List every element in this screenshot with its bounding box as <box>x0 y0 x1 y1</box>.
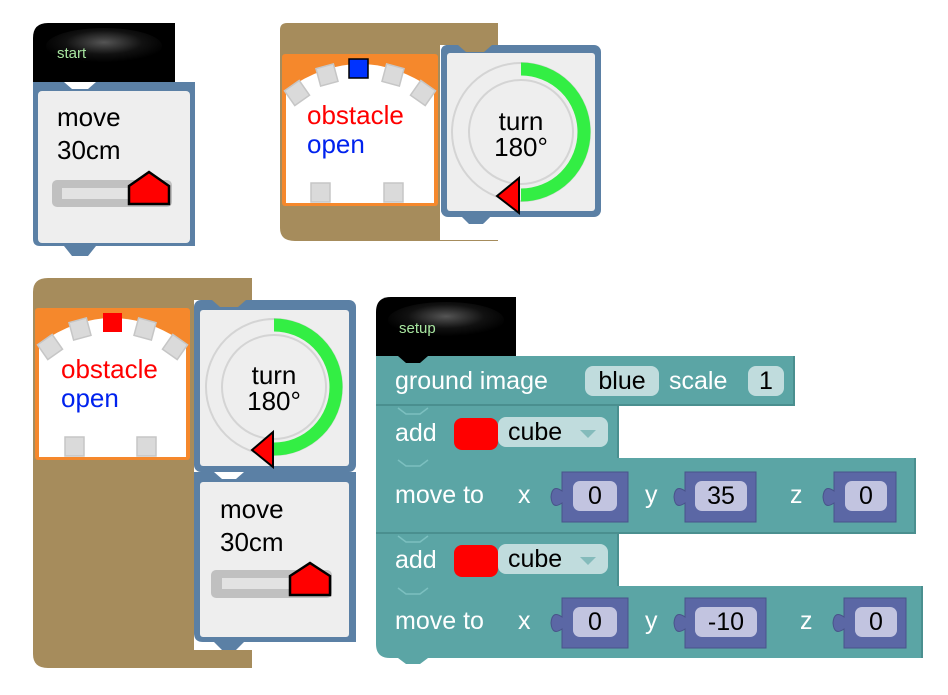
chevron-down-icon <box>580 557 596 565</box>
move-to-label: move to <box>395 607 484 635</box>
turn-label: turn 180° <box>471 108 571 160</box>
scale-field[interactable]: 1 <box>748 366 784 396</box>
move-distance: 30cm <box>57 135 121 165</box>
obstacle-label: obstacle <box>61 354 158 384</box>
add-label: add <box>395 546 437 574</box>
x-value-input[interactable]: 0 <box>573 481 617 511</box>
shape-value: cube <box>508 545 563 573</box>
setup-hat-label: setup <box>399 320 436 337</box>
color-swatch[interactable] <box>454 418 498 450</box>
move-label: move <box>57 102 121 132</box>
start-hat-label: start <box>57 45 87 62</box>
y-label: y <box>645 481 658 509</box>
ground-image-field[interactable]: blue <box>585 366 659 396</box>
z-value-input[interactable]: 0 <box>855 607 897 637</box>
x-label: x <box>518 481 531 509</box>
y-label: y <box>645 607 658 635</box>
z-label: z <box>800 607 813 635</box>
color-swatch[interactable] <box>454 545 498 577</box>
turn-text: turn <box>498 106 544 136</box>
chevron-down-icon <box>580 430 596 438</box>
z-value-input[interactable]: 0 <box>845 481 887 511</box>
x-value-input[interactable]: 0 <box>573 607 617 637</box>
y-value-input[interactable]: 35 <box>695 481 747 511</box>
scale-label: scale <box>669 367 728 395</box>
obstacle-label: obstacle <box>307 100 404 130</box>
turn-angle: 180° <box>494 132 548 162</box>
x-label: x <box>518 607 531 635</box>
shape-value: cube <box>508 418 563 446</box>
move-to-label: move to <box>395 481 484 509</box>
open-label: open <box>307 129 365 159</box>
turn-label: turn 180° <box>224 362 324 414</box>
turn-text: turn <box>251 360 297 390</box>
move-label: move <box>220 494 284 524</box>
open-label: open <box>61 383 119 413</box>
z-label: z <box>790 481 803 509</box>
move-distance: 30cm <box>220 527 284 557</box>
turn-angle: 180° <box>247 386 301 416</box>
add-label: add <box>395 419 437 447</box>
ground-image-label: ground image <box>395 367 548 395</box>
y-value-input[interactable]: -10 <box>695 607 757 637</box>
